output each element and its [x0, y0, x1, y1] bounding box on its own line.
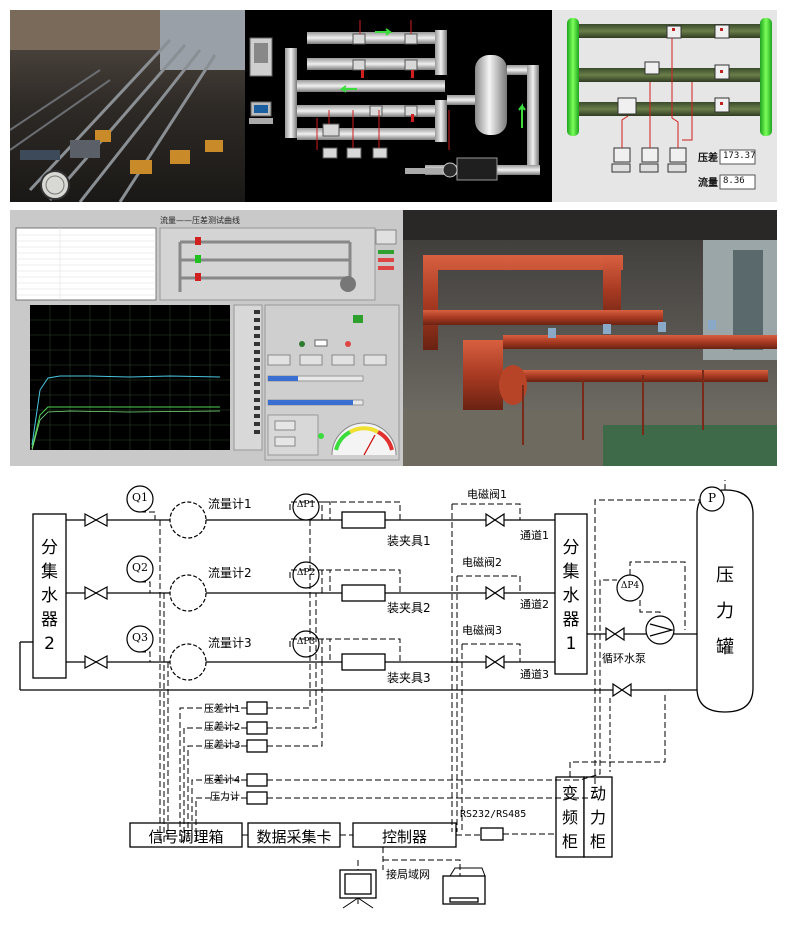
dp2-symbol: ΔP2	[296, 568, 316, 578]
scada-screen-light: 压差 173.37 流量 8.36	[552, 10, 777, 202]
valve-3-label: 电磁阀3	[462, 624, 502, 637]
dp1-symbol: ΔP1	[296, 500, 316, 510]
sensor-dp3-label: 压差计3	[204, 740, 241, 751]
p-symbol: P	[707, 491, 717, 505]
manifold-1-char: 1	[565, 634, 577, 654]
manifold-1-char: 分	[562, 538, 580, 558]
tank-char: 压	[716, 565, 734, 586]
manifold-1-char: 水	[562, 586, 580, 606]
q3-symbol: Q3	[131, 631, 149, 644]
power-char: 动	[589, 784, 606, 803]
tank-char: 力	[716, 601, 734, 622]
photo-test-rig	[403, 210, 777, 466]
channel-1-label: 通道1	[520, 529, 549, 542]
valve-1-label: 电磁阀1	[467, 488, 507, 501]
signal-box-label: 信号调理箱	[148, 828, 224, 846]
monitor-icon	[340, 870, 376, 908]
vfd-char: 柜	[561, 832, 578, 851]
power-char: 力	[589, 808, 606, 827]
manifold-2-char: 器	[41, 610, 58, 630]
pressure-diff-label: 压差	[698, 153, 718, 164]
pump-label: 循环水泵	[602, 652, 646, 665]
labview-title: 流量——压差测试曲线	[160, 216, 240, 225]
fixture-2-label: 装夹具2	[387, 601, 431, 615]
rs232-label: RS232/RS485	[460, 809, 527, 820]
sensor-dp2-label: 压差计2	[204, 722, 241, 733]
channel-3-label: 通道3	[520, 668, 549, 681]
fixture-1-label: 装夹具1	[387, 534, 431, 548]
sensor-dp1-label: 压差计1	[204, 704, 241, 715]
power-char: 柜	[589, 832, 606, 851]
controller-label: 控制器	[381, 828, 427, 846]
manifold-2-char: 分	[41, 538, 58, 558]
photo-pipe-gallery	[10, 10, 245, 202]
vfd-char: 频	[561, 808, 578, 827]
scada-screen-dark	[245, 10, 552, 202]
labview-test-panel: 流量——压差测试曲线	[10, 210, 403, 466]
manifold-1-char: 器	[562, 610, 580, 630]
manifold-1-label: 分 集 水 器 1	[555, 536, 587, 656]
flowmeter-1-label: 流量计1	[208, 497, 252, 511]
channel-2-label: 通道2	[520, 598, 549, 611]
manifold-1-char: 集	[562, 562, 580, 582]
fixture-3-label: 装夹具3	[387, 671, 431, 685]
flowmeter-2-label: 流量计2	[208, 566, 252, 580]
manifold-2-label: 分 集 水 器 2	[33, 536, 66, 656]
flow-label: 流量	[698, 178, 718, 189]
dp3-symbol: ΔP3	[296, 637, 316, 647]
printer-icon	[443, 868, 485, 904]
sensor-pressure-label: 压力计	[210, 792, 240, 803]
daq-label: 数据采集卡	[256, 828, 332, 846]
manifold-2-char: 集	[41, 562, 58, 582]
lan-label: 接局域网	[386, 868, 430, 881]
flow-value: 8.36	[723, 176, 745, 186]
sensor-dp4-label: 压差计4	[204, 775, 241, 786]
manifold-2-char: 2	[44, 634, 55, 654]
flowmeter-3-label: 流量计3	[208, 636, 252, 650]
q2-symbol: Q2	[131, 561, 149, 574]
vfd-cabinet-label: 变 频 柜	[556, 782, 584, 854]
tank-char: 罐	[716, 637, 734, 658]
power-cabinet-label: 动 力 柜	[584, 782, 612, 854]
pressure-tank-label: 压 力 罐	[697, 558, 753, 666]
q1-symbol: Q1	[131, 491, 149, 504]
manifold-2-char: 水	[41, 586, 58, 606]
dp4-symbol: ΔP4	[620, 581, 640, 591]
system-schematic: 分 集 水 器 2 分 集 水 器 1 压 力 罐 Q1 Q2 Q3 ΔP1 Δ…	[0, 472, 787, 943]
pressure-diff-value: 173.37	[723, 151, 756, 161]
valve-2-label: 电磁阀2	[462, 556, 502, 569]
vfd-char: 变	[561, 784, 578, 803]
